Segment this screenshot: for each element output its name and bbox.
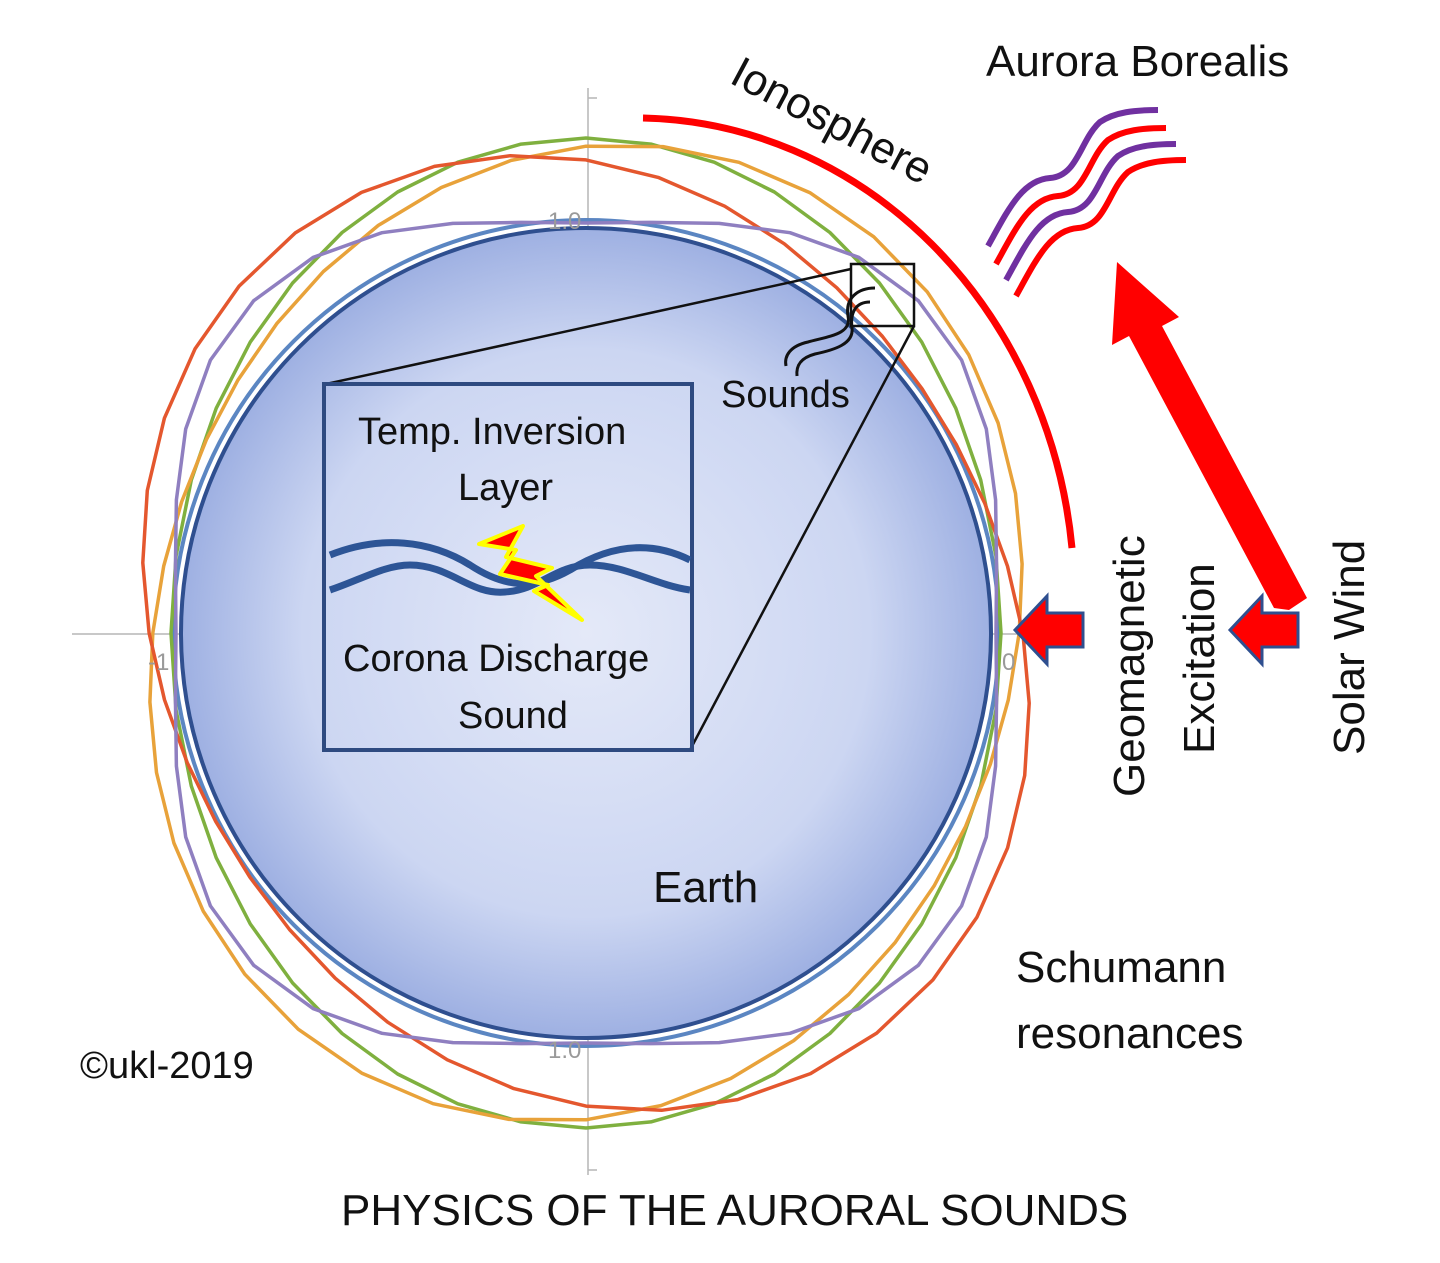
aurora-line-1 [985, 107, 1159, 248]
solar-wind-diagonal-arrow [1112, 262, 1307, 610]
wave-lower [328, 561, 691, 596]
mode-curve-purple [173, 220, 999, 1046]
aurora-label: Aurora Borealis [986, 37, 1289, 86]
sounds-label: Sounds [721, 374, 850, 416]
tick-label-right: 0 [1002, 649, 1015, 676]
aurora-line-3 [1003, 141, 1177, 282]
mode-curve-orange [148, 144, 1024, 1122]
zoom-source-box [849, 262, 916, 328]
mode-curve-red [141, 153, 1031, 1113]
sound-line-2 [795, 300, 871, 377]
diagram-title: PHYSICS OF THE AURORAL SOUNDS [341, 1186, 1128, 1235]
schumann-label-line-1: Schumann [1016, 943, 1226, 992]
aurora-wave-lines [985, 107, 1187, 298]
inset-border [322, 382, 694, 752]
aurora-line-4 [1013, 157, 1187, 298]
aurora-line-2 [993, 125, 1167, 266]
excitation-label: Excitation [1175, 563, 1224, 754]
schumann-mode-curves [141, 136, 1031, 1130]
schumann-label-line-2: resonances [1016, 1009, 1243, 1058]
sound-squiggles [784, 286, 876, 377]
inset-text-line-2: Layer [458, 467, 553, 509]
earth-label: Earth [653, 863, 758, 912]
geomagnetic-arrow [1012, 592, 1085, 668]
ionosphere-arc [642, 114, 1076, 549]
zoom-connector-bottom [688, 325, 916, 751]
tick-label-top: 1.0 [548, 208, 581, 235]
inset-text-line-4: Sound [458, 695, 568, 737]
solar-wind-label: Solar Wind [1325, 540, 1374, 755]
earth-disk [179, 226, 993, 1040]
wave-upper [328, 539, 692, 588]
excitation-arrow [1227, 592, 1300, 668]
tick-label-left: -1 [148, 649, 169, 676]
tick-label-bottom: 1.0 [548, 1037, 581, 1064]
mode-curve-green [169, 136, 1003, 1130]
copyright-label: ©ukl-2019 [80, 1045, 254, 1087]
geomagnetic-label: Geomagnetic [1105, 535, 1154, 797]
zoom-connector-top [325, 267, 852, 386]
inset-panel: Temp. Inversion Layer Corona Discharge S… [322, 382, 694, 752]
inset-text-line-3: Corona Discharge [343, 638, 649, 680]
inner-ring [171, 218, 1001, 1048]
inset-text-line-1: Temp. Inversion [358, 411, 626, 453]
sound-line-1 [784, 286, 876, 367]
lightning-icon [477, 524, 584, 622]
inset-waves [328, 539, 692, 596]
